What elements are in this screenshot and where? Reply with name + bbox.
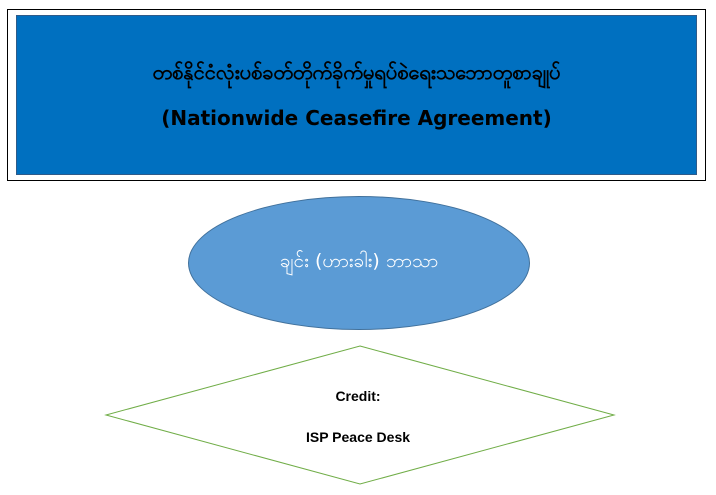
credit-source: ISP Peace Desk: [305, 429, 411, 445]
language-label: ချင်း (ဟားခါး) ဘာသာ: [279, 250, 439, 272]
language-oval: ချင်း (ဟားခါး) ဘာသာ: [188, 196, 530, 330]
credit-diamond: [104, 345, 616, 485]
title-english: (Nationwide Ceasefire Agreement): [161, 106, 552, 130]
title-frame: တစ်နိုင်ငံလုံးပစ်ခတ်တိုက်ခိုက်မှုရပ်စဲရေ…: [7, 9, 706, 181]
credit-label: Credit:: [335, 388, 381, 404]
title-myanmar: တစ်နိုင်ငံလုံးပစ်ခတ်တိုက်ခိုက်မှုရပ်စဲရေ…: [152, 60, 561, 84]
title-box: တစ်နိုင်ငံလုံးပစ်ခတ်တိုက်ခိုက်မှုရပ်စဲရေ…: [16, 15, 697, 175]
